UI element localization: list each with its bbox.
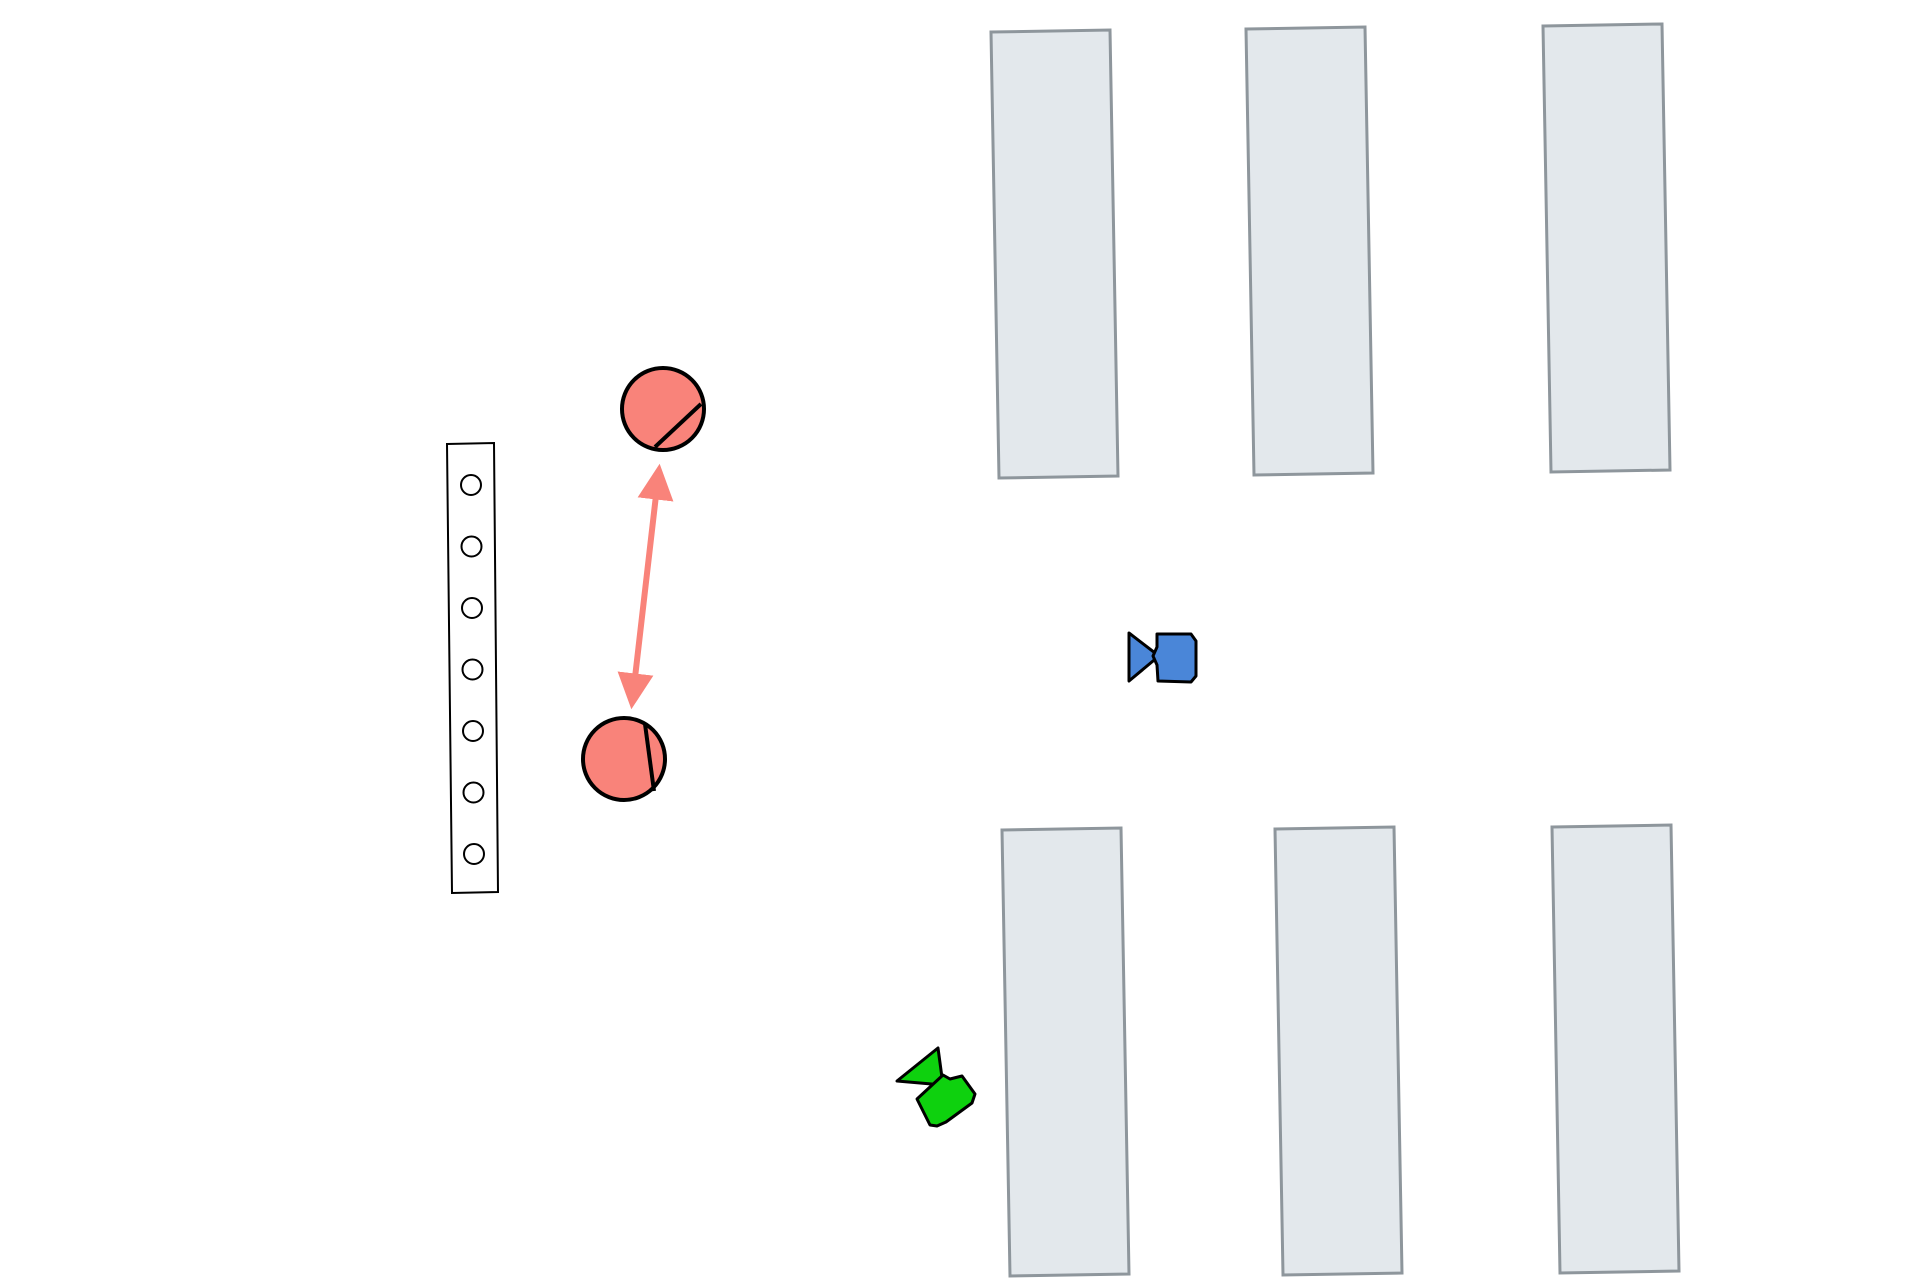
camera-blue-icon — [1127, 631, 1198, 684]
person-bottom — [581, 716, 667, 802]
person-top-body — [620, 366, 706, 452]
rack-slot — [463, 843, 485, 865]
rack-slot — [460, 474, 482, 496]
camera-green-body — [915, 1073, 977, 1128]
camera-blue-body — [1151, 632, 1198, 684]
rack-slot — [462, 720, 484, 742]
person-top-facing-line — [653, 402, 703, 449]
camera-green-lens — [895, 1046, 945, 1087]
rack-slots — [460, 474, 485, 865]
camera-blue-lens — [1127, 631, 1161, 683]
rack-slot — [461, 597, 483, 619]
rack-slot — [462, 781, 485, 804]
rack — [445, 441, 500, 895]
rack-slot — [461, 658, 484, 681]
shelf-top-1 — [989, 28, 1120, 480]
shelf-top-2 — [1244, 25, 1375, 477]
shelf-top-3 — [1541, 22, 1672, 474]
double-arrow — [617, 463, 674, 710]
shelf-bottom-2 — [1273, 825, 1404, 1277]
rack-slot — [460, 535, 483, 558]
person-bottom-facing-line — [643, 723, 656, 792]
shelf-bottom-1 — [1000, 826, 1131, 1278]
camera-green-icon — [895, 1046, 977, 1128]
shelf-bottom-3 — [1550, 823, 1681, 1275]
person-bottom-body — [581, 716, 667, 802]
person-top — [620, 366, 706, 452]
